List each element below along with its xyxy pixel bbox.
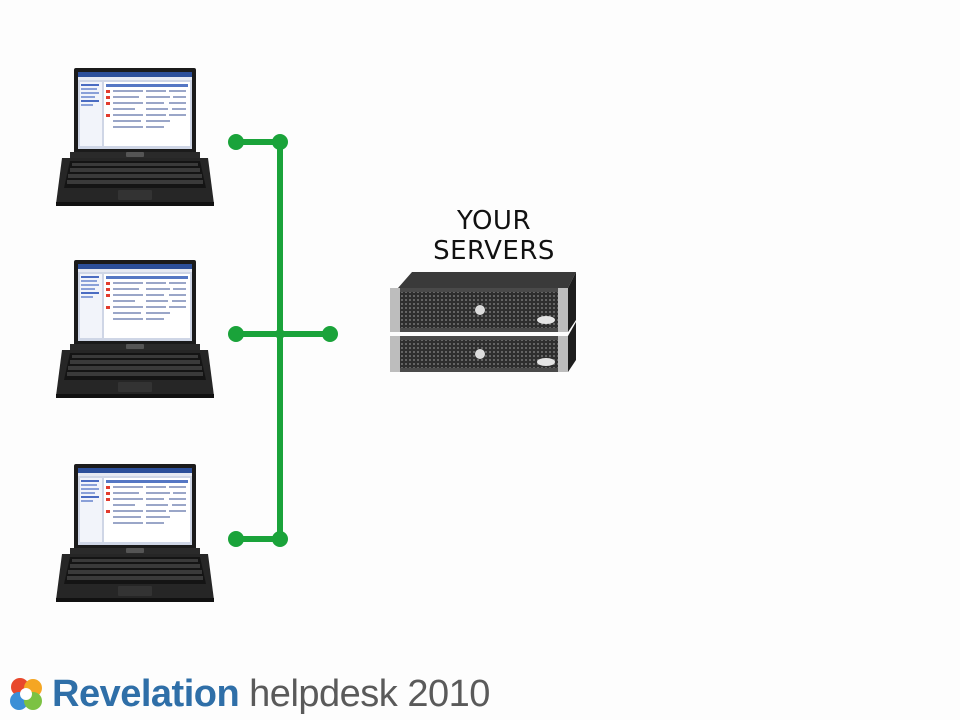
servers-label-line-2: SERVERS <box>433 236 555 266</box>
servers-label: YOUR SERVERS <box>418 206 570 266</box>
servers-label-line-1: YOUR <box>456 206 532 236</box>
revelation-logo-icon <box>10 678 42 710</box>
rack-server-icon <box>388 270 582 374</box>
brand-name: Revelation <box>52 672 240 715</box>
laptop-icon <box>56 462 214 604</box>
branding: Revelation helpdesk 2010 <box>6 672 490 716</box>
brand-product: helpdesk 2010 <box>249 672 490 715</box>
laptop-icon <box>56 66 214 208</box>
laptop-icon <box>56 258 214 400</box>
